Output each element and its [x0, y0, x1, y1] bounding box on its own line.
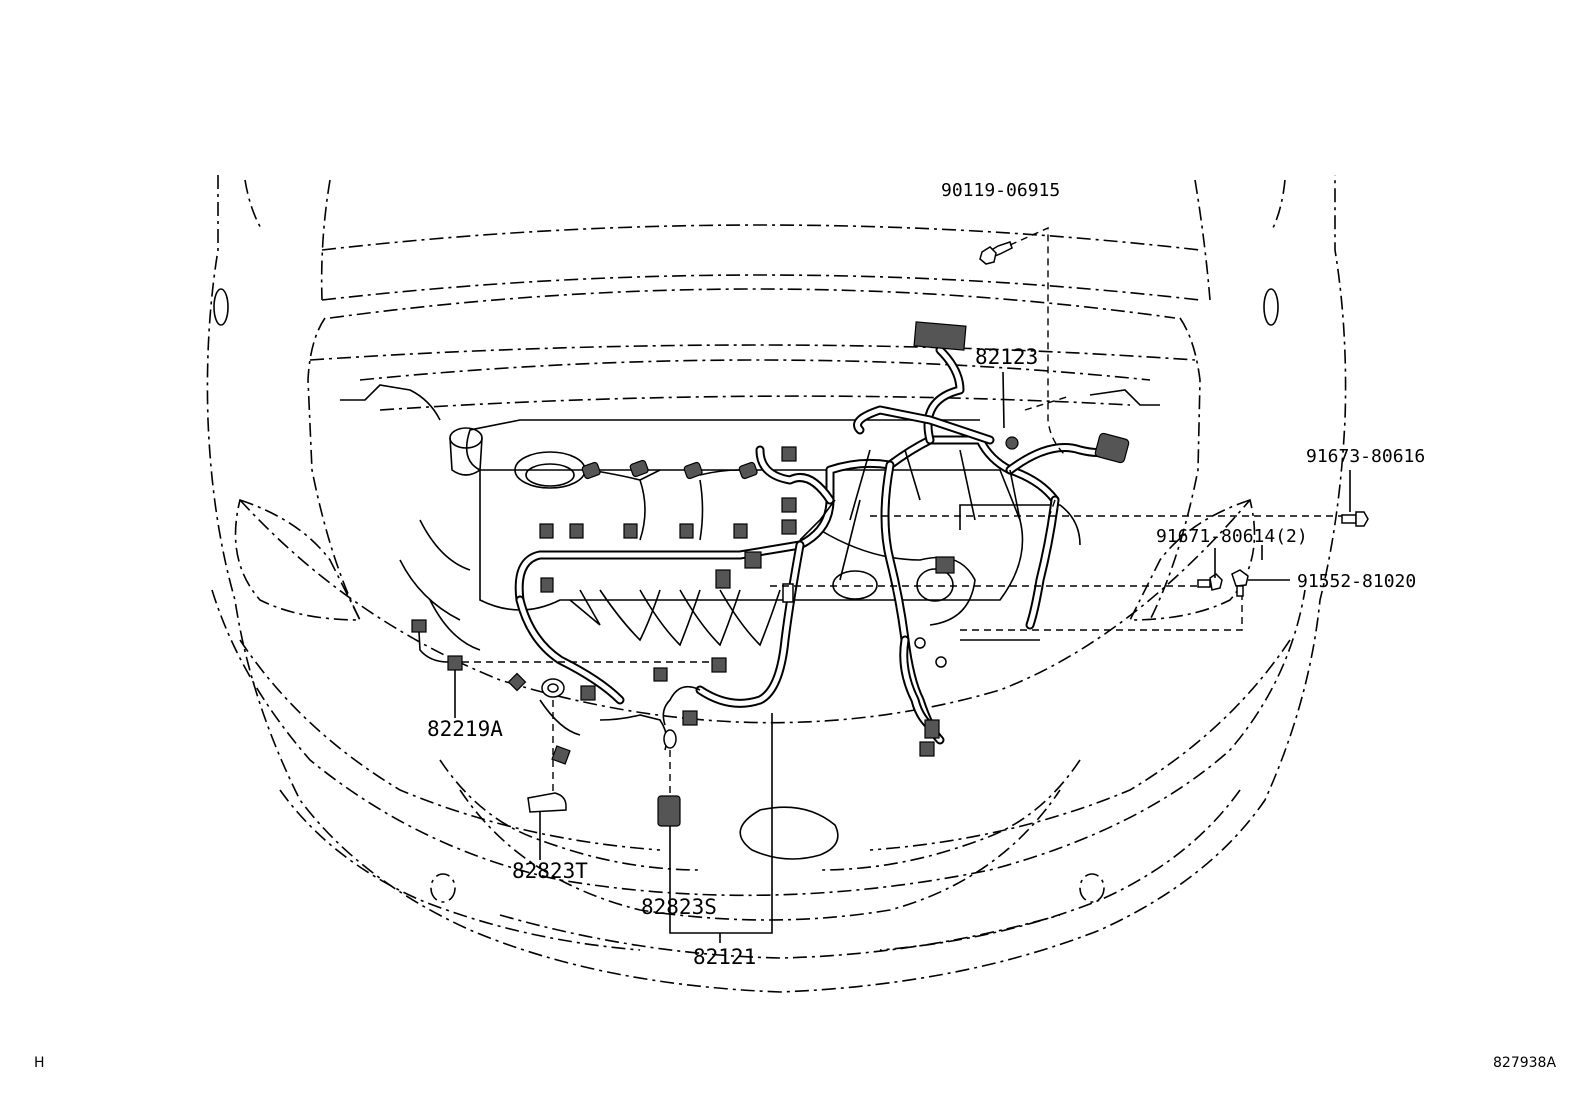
- label-82823T: 82823T: [512, 859, 588, 883]
- harness-connectors: [411, 321, 1130, 765]
- label-82123: 82123: [975, 345, 1038, 369]
- label-82219A: 82219A: [427, 717, 503, 741]
- engine-wire-harness: [514, 345, 1115, 751]
- part-labels: 90119-06915 82123 91673-80616 91671-8061…: [427, 180, 1425, 969]
- label-90119-06915: 90119-06915: [941, 180, 1060, 201]
- label-82823S: 82823S: [641, 895, 717, 919]
- corner-mark: H: [34, 1055, 45, 1071]
- clip-82823S: [657, 729, 681, 827]
- label-91671-80614: 91671-80614(2): [1156, 526, 1308, 547]
- bolt-91552: [1231, 569, 1249, 597]
- fasteners: [527, 241, 1369, 827]
- bolt-91671: [1197, 573, 1223, 591]
- label-91673-80616: 91673-80616: [1306, 446, 1425, 467]
- vehicle-body-outline: [206, 175, 1347, 993]
- label-91552-81020: 91552-81020: [1297, 571, 1416, 592]
- figure-code: 827938A: [1493, 1055, 1557, 1071]
- leader-lines: [454, 371, 1351, 943]
- bolt-90119: [979, 241, 1013, 265]
- engine-block: [399, 419, 1081, 651]
- label-82121: 82121: [693, 945, 756, 969]
- bolt-91673: [1341, 511, 1369, 527]
- clamp-82823T: [527, 678, 567, 813]
- reference-lines: [462, 226, 1342, 796]
